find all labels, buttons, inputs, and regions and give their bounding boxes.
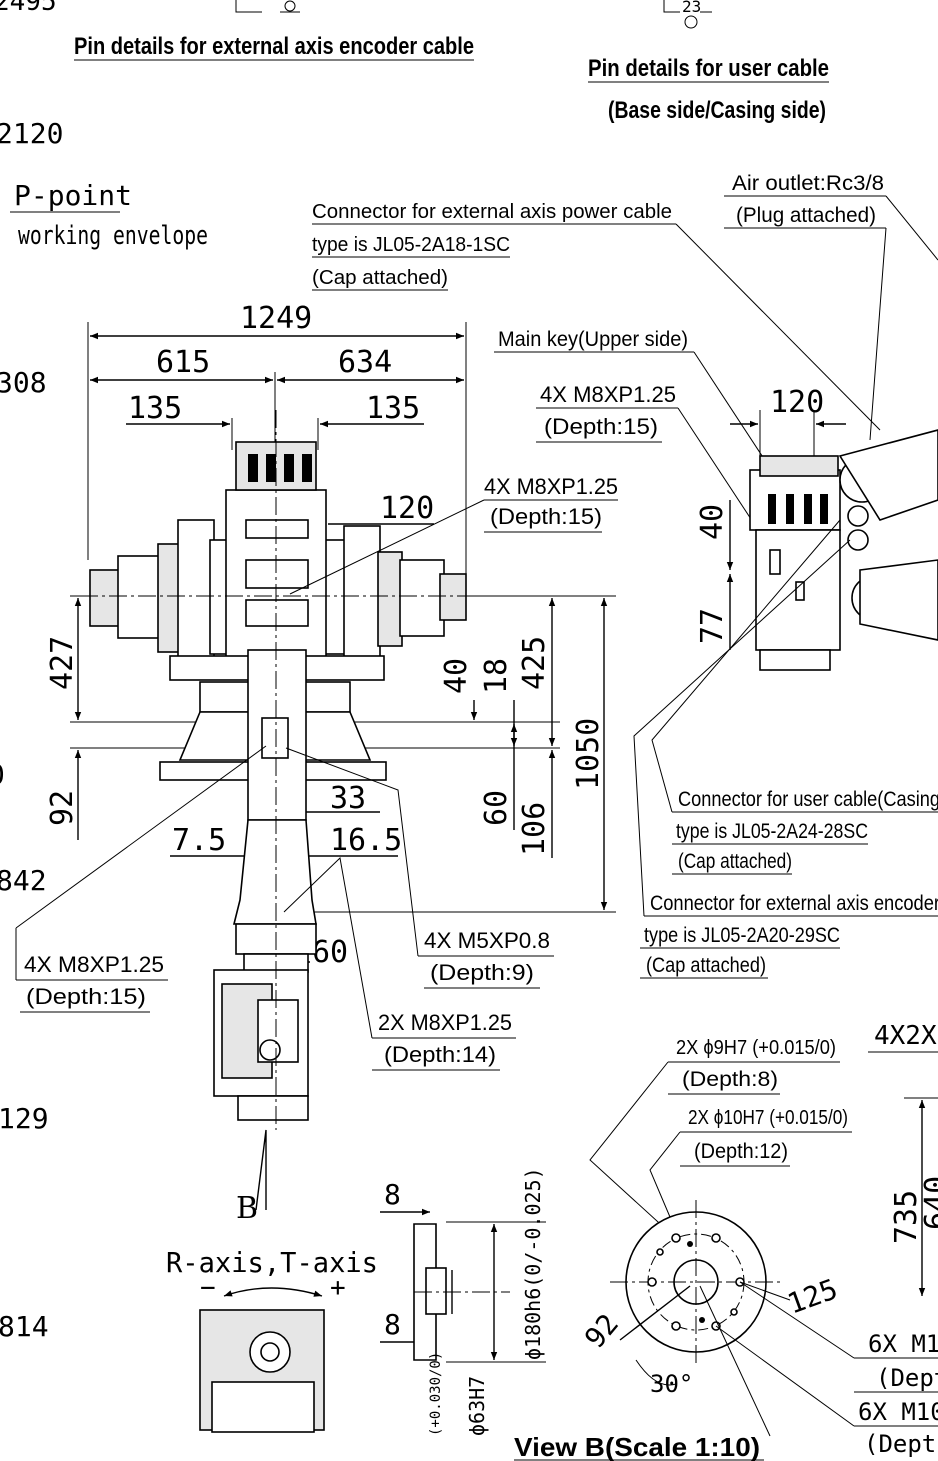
dim-615: 615 bbox=[156, 345, 210, 380]
pin9-spec: 2X ϕ9H7 (+0.015/0) bbox=[676, 1037, 836, 1059]
working-envelope-label: working envelope bbox=[18, 221, 208, 251]
dim-7-5: 7.5 bbox=[172, 823, 226, 858]
side-holes-depth: (Depth:15) bbox=[544, 414, 658, 439]
dim-63: ϕ63H7 bbox=[465, 1376, 489, 1436]
dim-30-deg: 30° bbox=[650, 1370, 693, 1398]
holes-left-spec: 4X M8XP1.25 bbox=[24, 952, 164, 977]
dim-135-left: 135 bbox=[128, 391, 182, 426]
dim-120-front: 120 bbox=[380, 491, 434, 526]
side-view: Air outlet:Rc3/8 (Plug attached) Main ke… bbox=[494, 172, 938, 671]
holes-m8-2x-spec: 2X M8XP1.25 bbox=[378, 1010, 512, 1035]
user-connector-line2: type is JL05-2A24-28SC bbox=[676, 820, 868, 843]
dim-40-front: 40 bbox=[439, 658, 474, 694]
front-view-callouts: 4X M8XP1.25 (Depth:15) 4X M8XP1.25 (Dept… bbox=[15, 474, 618, 1071]
view-marker-b: B bbox=[236, 1191, 258, 1226]
six-x-m10-2-depth: (Depth bbox=[864, 1430, 938, 1458]
six-x-m10-2: 6X M10X bbox=[858, 1398, 938, 1426]
dim-125: 125 bbox=[783, 1272, 842, 1320]
user-pin-subtitle: (Base side/Casing side) bbox=[608, 97, 826, 124]
front-view-robot bbox=[80, 410, 490, 1130]
dim-8-bottom: 8 bbox=[384, 1308, 401, 1341]
dim-8-top: 8 bbox=[384, 1178, 401, 1211]
power-connector-callout: Connector for external axis power cable … bbox=[312, 201, 881, 431]
dim-60-front: 60 bbox=[479, 790, 514, 826]
dim-partial-640: 640 bbox=[919, 1176, 938, 1230]
rotation-axis-label: R-axis,T-axis bbox=[166, 1246, 378, 1279]
dim-427: 427 bbox=[45, 636, 80, 690]
margin-0: 0 bbox=[0, 758, 5, 791]
six-x-m10-1: 6X M10 bbox=[868, 1330, 938, 1358]
side-dim-40: 40 bbox=[695, 504, 730, 540]
air-outlet-line2: (Plug attached) bbox=[736, 204, 876, 227]
rotation-minus: − bbox=[200, 1273, 216, 1303]
dim-63-tol: (+0.030/0) bbox=[428, 1352, 444, 1436]
power-connector-line1: Connector for external axis power cable bbox=[312, 201, 672, 223]
holes-left-depth: (Depth:15) bbox=[26, 984, 146, 1009]
user-connector-line3: (Cap attached) bbox=[678, 850, 792, 873]
holes-upper-depth: (Depth:15) bbox=[490, 504, 602, 529]
rotation-view: B R-axis,T-axis − + bbox=[166, 1129, 378, 1433]
encoder-pin-title: Pin details for external axis encoder ca… bbox=[74, 33, 474, 60]
six-x-m10-1-depth: (Depth bbox=[876, 1364, 938, 1392]
p-point-label: P-point bbox=[14, 179, 132, 212]
dim-634: 634 bbox=[338, 345, 392, 380]
dim-1249: 1249 bbox=[240, 301, 312, 336]
side-dim-77: 77 bbox=[695, 608, 730, 644]
pin10-depth: (Depth:12) bbox=[694, 1140, 788, 1163]
dim-106: 106 bbox=[517, 802, 552, 856]
holes-m5-depth: (Depth:9) bbox=[430, 960, 534, 985]
air-outlet-line1: Air outlet:Rc3/8 bbox=[732, 172, 884, 195]
holes-upper-spec: 4X M8XP1.25 bbox=[484, 474, 618, 499]
margin-842: 842 bbox=[0, 864, 47, 897]
partial-4x2x: 4X2X bbox=[874, 1021, 937, 1051]
encoder-connector-line2: type is JL05-2A20-29SC bbox=[644, 924, 840, 947]
dim-92: 92 bbox=[45, 790, 80, 826]
margin-2120: 2120 bbox=[0, 117, 63, 150]
rotation-plus: + bbox=[330, 1273, 346, 1303]
margin-814: 814 bbox=[0, 1310, 49, 1343]
flange-section: 8 8 ϕ180h6(0/-0.025) ϕ63H7 (+0.030/0) bbox=[380, 1167, 546, 1436]
side-holes-spec: 4X M8XP1.25 bbox=[540, 382, 676, 407]
dim-425: 425 bbox=[517, 636, 552, 690]
partial-2495: 2495 bbox=[0, 0, 57, 17]
view-b: 2X ϕ9H7 (+0.015/0) (Depth:8) 2X ϕ10H7 (+… bbox=[514, 1037, 938, 1461]
pin9-depth: (Depth:8) bbox=[682, 1068, 778, 1091]
user-pin-title: Pin details for user cable bbox=[588, 55, 829, 82]
dim-18: 18 bbox=[479, 658, 514, 694]
dim-33: 33 bbox=[330, 781, 366, 816]
pin10-spec: 2X ϕ10H7 (+0.015/0) bbox=[688, 1107, 848, 1129]
dim-180: ϕ180h6(0/-0.025) bbox=[521, 1167, 545, 1360]
pin-23: 23 bbox=[682, 0, 701, 16]
dim-735: 735 bbox=[889, 1190, 924, 1244]
dim-1050: 1050 bbox=[571, 718, 606, 790]
power-connector-line2: type is JL05-2A18-1SC bbox=[312, 234, 510, 256]
user-connector-line1: Connector for user cable(Casing bbox=[678, 788, 938, 811]
view-b-title: View B(Scale 1:10) bbox=[514, 1432, 760, 1461]
main-key-label: Main key(Upper side) bbox=[498, 328, 688, 351]
encoder-connector-line3: (Cap attached) bbox=[646, 954, 766, 977]
dim-16-5: 16.5 bbox=[330, 823, 402, 858]
holes-m5-spec: 4X M5XP0.8 bbox=[424, 928, 550, 953]
left-margin-values: 2120 P-point working envelope 308 0 842 … bbox=[0, 117, 208, 1343]
margin-129: 129 bbox=[0, 1102, 49, 1135]
dim-135-right: 135 bbox=[366, 391, 420, 426]
dim-60-wrist: 60 bbox=[312, 935, 348, 970]
power-connector-line3: (Cap attached) bbox=[312, 267, 448, 289]
encoder-connector-line1: Connector for external axis encoder bbox=[650, 892, 938, 915]
front-view-dimensions: 1249 615 634 135 135 120 427 92 40 18 42… bbox=[45, 301, 616, 970]
dim-92-face: 92 bbox=[578, 1307, 625, 1354]
pin-details-top: 2495 Pin details for external axis encod… bbox=[0, 0, 829, 124]
margin-308: 308 bbox=[0, 366, 47, 399]
holes-m8-2x-depth: (Depth:14) bbox=[384, 1042, 496, 1067]
connector-callouts: Connector for user cable(Casing type is … bbox=[633, 519, 938, 1053]
side-dim-120: 120 bbox=[770, 385, 824, 420]
